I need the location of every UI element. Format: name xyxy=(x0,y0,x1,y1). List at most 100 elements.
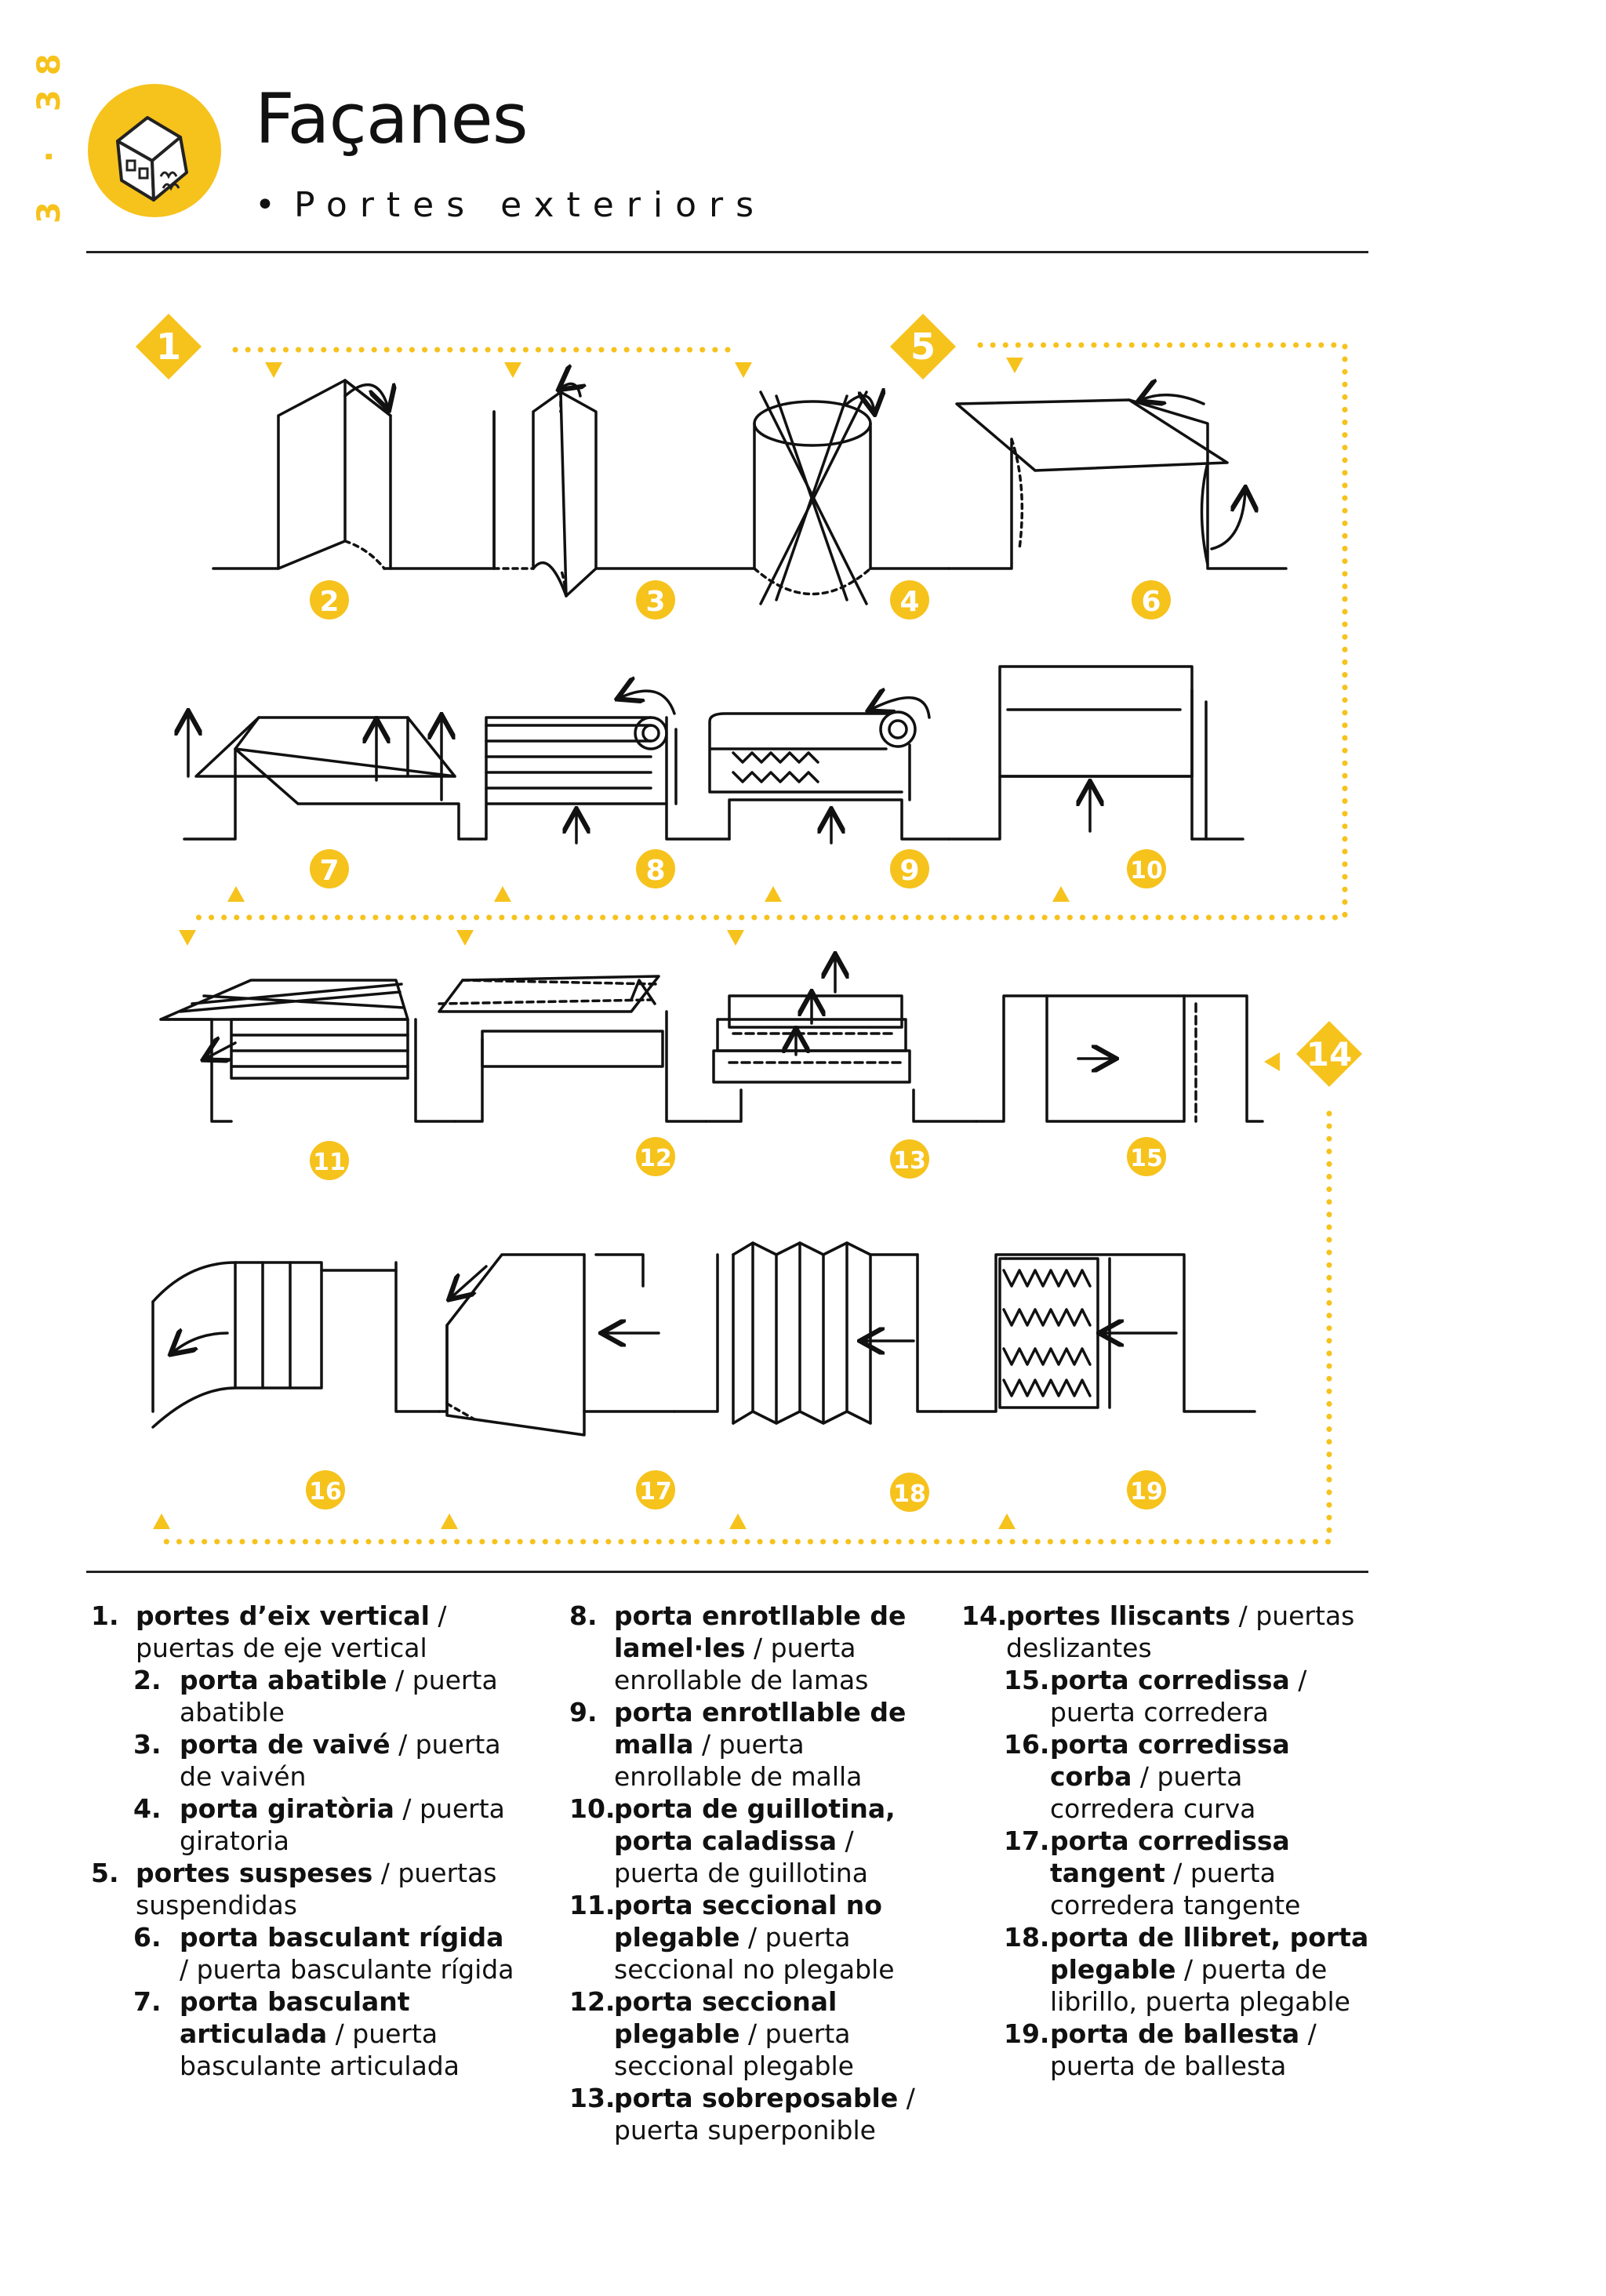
legend-item-name: porta basculant articulada xyxy=(180,1986,410,2049)
connector-triangles xyxy=(153,358,1280,1529)
legend-item-translation: / puerta de librillo, puerta plegable xyxy=(1050,1954,1350,2017)
legend-item-translation: / puerta enrollable de lamas xyxy=(614,1633,869,1695)
legend-item: 18.porta de llibret, porta plegable / pu… xyxy=(961,1921,1369,2018)
svg-text:12: 12 xyxy=(639,1145,672,1172)
group-marker-1: 1 xyxy=(136,314,202,380)
legend-item-number: 15. xyxy=(1004,1665,1050,1695)
door-sketch-7 xyxy=(184,714,472,841)
door-number-17: 17 xyxy=(636,1470,675,1509)
door-number-16: 16 xyxy=(306,1470,345,1509)
svg-text:18: 18 xyxy=(893,1480,926,1508)
svg-text:13: 13 xyxy=(893,1147,926,1175)
svg-text:4: 4 xyxy=(899,586,919,618)
legend-item-translation: / puerta superponible xyxy=(614,2083,915,2145)
legend-item-translation: / puerta de ballesta xyxy=(1050,2018,1317,2081)
legend-item-translation: / puertas de eje vertical xyxy=(136,1600,447,1663)
legend-item-number: 3. xyxy=(133,1729,162,1760)
legend-item-name: porta enrotllable de malla xyxy=(614,1697,907,1760)
door-number-7: 7 xyxy=(310,849,349,888)
legend-item-name: porta enrotllable de lamel·les xyxy=(614,1600,907,1663)
legend-item-translation: / puerta seccional plegable xyxy=(614,2018,854,2081)
legend-item-name: porta de llibret, porta plegable xyxy=(1050,1922,1369,1985)
door-sketch-17 xyxy=(438,1253,676,1437)
legend-item-name: porta corredissa xyxy=(1050,1665,1290,1695)
door-sketch-8 xyxy=(469,691,731,845)
subtitle-bullet: • xyxy=(255,185,275,225)
legend-item-number: 19. xyxy=(1004,2018,1050,2049)
legend-item-number: 8. xyxy=(569,1600,598,1631)
svg-text:7: 7 xyxy=(319,855,339,887)
legend-item-name: portes suspeses xyxy=(136,1858,373,1888)
svg-text:9: 9 xyxy=(899,855,919,887)
legend-item-number: 5. xyxy=(91,1858,119,1888)
door-sketch-10 xyxy=(947,665,1244,841)
legend-item-name: porta seccional no plegable xyxy=(614,1890,882,1953)
door-sketch-13 xyxy=(704,957,978,1123)
legend-item: 3. porta de vaivé / puerta de vaivén xyxy=(91,1728,514,1793)
group-marker-5: 5 xyxy=(890,314,956,380)
doors-diagram: 1 5 14 xyxy=(136,314,1362,1545)
legend-item-name: porta abatible xyxy=(180,1665,387,1695)
legend-item-translation: / puerta basculante articulada xyxy=(180,2018,460,2081)
legend-item-name: porta de ballesta xyxy=(1050,2018,1300,2049)
legend-item: 14.portes lliscants / puertas deslizante… xyxy=(961,1600,1369,1664)
legend-item-translation: / puerta corredera curva xyxy=(1050,1761,1256,1824)
legend-item-number: 13. xyxy=(569,2083,616,2113)
legend-item: 17.porta corredissa tangent / puerta cor… xyxy=(961,1825,1369,1921)
door-number-2: 2 xyxy=(310,580,349,619)
legend-item-name: porta sobreposable xyxy=(614,2083,899,2113)
legend-item-number: 4. xyxy=(133,1793,162,1824)
legend-item: 12.porta seccional plegable / puerta sec… xyxy=(569,1985,938,2082)
door-sketch-19 xyxy=(939,1253,1256,1413)
legend-item-translation: / puertas suspendidas xyxy=(136,1858,497,1920)
door-sketch-6 xyxy=(947,395,1288,570)
door-number-3: 3 xyxy=(636,580,675,619)
door-number-10: 10 xyxy=(1127,849,1166,888)
legend-item-translation: / puerta seccional no plegable xyxy=(614,1922,895,1985)
door-sketch-11 xyxy=(159,979,456,1123)
legend-item-number: 6. xyxy=(133,1922,162,1953)
legend-item-translation: / puerta basculante rígida xyxy=(180,1954,514,1985)
svg-text:2: 2 xyxy=(319,586,339,618)
legend-item: 4.porta giratòria / puerta giratoria xyxy=(91,1793,514,1857)
legend-item-number: 10. xyxy=(569,1793,616,1824)
legend-item-name: porta de guillotina, porta caladissa xyxy=(614,1793,896,1856)
legend-item-name: portes lliscants xyxy=(1006,1600,1231,1631)
group-marker-5-label: 5 xyxy=(910,325,936,368)
legend-item: 13.porta sobreposable / puerta superponi… xyxy=(569,2082,938,2146)
legend-item: 5. portes suspeses / puertas suspendidas xyxy=(91,1857,514,1921)
door-number-11: 11 xyxy=(310,1141,349,1180)
legend-item-name: porta de vaivé xyxy=(180,1729,391,1760)
svg-text:11: 11 xyxy=(313,1149,346,1176)
legend-item-number: 9. xyxy=(569,1697,598,1727)
legend-column-1: 1.portes d’eix vertical / puertas de eje… xyxy=(91,1600,514,2082)
legend-item-translation: / puerta corredera tangente xyxy=(1050,1858,1301,1920)
page-subtitle: •Portes exteriors xyxy=(255,185,766,225)
legend-item: 6. porta basculant rígida / puerta bascul… xyxy=(91,1921,514,1985)
legend-item-translation: / puerta corredera xyxy=(1050,1665,1307,1727)
legend-item-number: 14. xyxy=(961,1600,1008,1631)
legend-column-3: 14.portes lliscants / puertas deslizante… xyxy=(961,1600,1369,2082)
svg-text:8: 8 xyxy=(645,855,665,887)
svg-text:10: 10 xyxy=(1130,857,1163,885)
door-sketch-18 xyxy=(673,1241,943,1425)
door-number-12: 12 xyxy=(636,1137,675,1176)
legend-item-number: 11. xyxy=(569,1890,616,1920)
legend-item-name: portes d’eix vertical xyxy=(136,1600,430,1631)
door-sketch-12 xyxy=(438,975,707,1123)
door-sketch-3 xyxy=(492,383,756,598)
legend-item-translation: / puerta de vaivén xyxy=(180,1729,501,1792)
svg-text:17: 17 xyxy=(639,1478,672,1506)
legend-item-translation: / puertas deslizantes xyxy=(1006,1600,1355,1663)
legend-item: 1.portes d’eix vertical / puertas de eje… xyxy=(91,1600,514,1664)
legend-item: 9.porta enrotllable de malla / puerta en… xyxy=(569,1696,938,1793)
legend-item-name: porta basculant rígida xyxy=(180,1922,504,1953)
group-marker-1-label: 1 xyxy=(156,325,181,368)
legend-item-name: porta seccional plegable xyxy=(614,1986,838,2049)
legend-item-number: 18. xyxy=(1004,1922,1050,1953)
legend-item-translation: / puerta de guillotina xyxy=(614,1826,868,1888)
legend-item-translation: / puerta giratoria xyxy=(180,1793,505,1856)
legend-item-number: 16. xyxy=(1004,1729,1050,1760)
svg-text:15: 15 xyxy=(1130,1145,1163,1172)
door-number-9: 9 xyxy=(890,849,929,888)
